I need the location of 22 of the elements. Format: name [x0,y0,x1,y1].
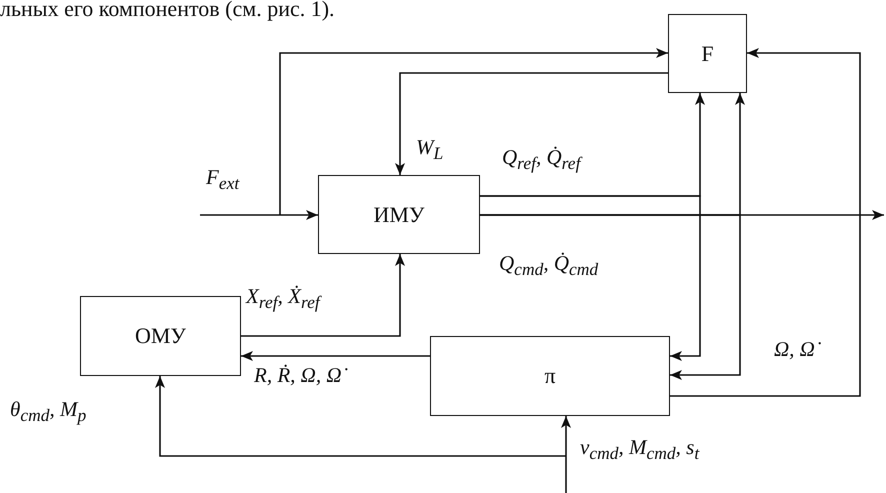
block-label: π [544,363,556,389]
edge-label: θ$_{cmd}$, M$_{p}$ [8,398,88,426]
arrow [200,210,318,220]
edge-label: X$_{ref}$, Ẋ$_{ref}$ [244,285,322,312]
arrow [241,351,430,361]
block-box [430,336,670,416]
arrow [155,376,566,457]
block-label: F [701,40,714,66]
arrow [395,72,668,175]
text-fragment: льных его компонентов (см. рис. 1). [0,0,335,22]
block-label: ОМУ [134,323,186,349]
arrow [670,48,861,397]
block-box [80,296,241,376]
arrow [480,214,741,380]
block-label: ИМУ [373,202,425,228]
arrow [241,254,405,337]
arrow [480,195,701,361]
arrow [561,416,571,493]
block-box [318,175,480,254]
edge-label: Q$_{ref}$, Q̇$_{ref}$ [500,146,582,174]
block-box [668,14,747,93]
arrow [279,48,668,215]
